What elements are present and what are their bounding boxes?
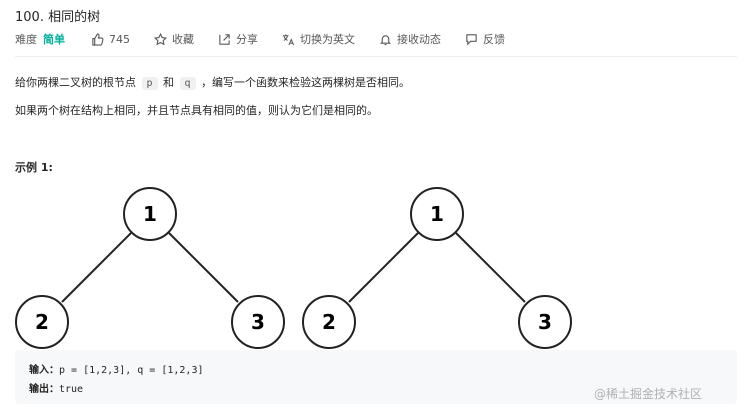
var-p: p <box>141 77 158 90</box>
translate-button[interactable]: 切换为英文 <box>282 31 355 47</box>
tree-edge <box>455 232 526 303</box>
tree-node: 1 <box>123 187 177 241</box>
example-input: 输入：p = [1,2,3], q = [1,2,3] <box>29 361 204 376</box>
share-label: 分享 <box>236 33 258 46</box>
description-text: 和 <box>163 76 175 89</box>
bell-icon <box>379 34 392 45</box>
node-value: 3 <box>538 310 552 334</box>
feedback-button[interactable]: 反馈 <box>465 31 505 47</box>
node-value: 1 <box>430 202 444 226</box>
translate-label: 切换为英文 <box>300 33 355 46</box>
favorite-label: 收藏 <box>172 33 194 46</box>
tree-p: 1 2 3 <box>15 187 285 349</box>
node-value: 1 <box>143 202 157 226</box>
description-line-2: 如果两个树在结构上相同，并且节点具有相同的值，则认为它们是相同的。 <box>15 104 378 117</box>
example-tree-diagram: 1 2 3 1 2 3 <box>15 187 572 349</box>
node-value: 3 <box>251 310 265 334</box>
tree-node: 3 <box>518 295 572 349</box>
description-line-1: 给你两棵二叉树的根节点 p 和 q ，编写一个函数来检验这两棵树是否相同。 <box>15 74 410 90</box>
subscribe-label: 接收动态 <box>397 33 441 46</box>
header-divider <box>15 56 737 57</box>
feedback-label: 反馈 <box>483 33 505 46</box>
tree-node: 3 <box>231 295 285 349</box>
star-icon <box>154 32 167 45</box>
tree-node: 2 <box>302 295 356 349</box>
like-button[interactable]: 745 <box>91 33 130 46</box>
description-text: 给你两棵二叉树的根节点 <box>15 76 136 89</box>
example-code-block: 输入：p = [1,2,3], q = [1,2,3] 输出：true <box>15 350 737 404</box>
problem-title: 100. 相同的树 <box>15 10 101 25</box>
node-value: 2 <box>322 310 336 334</box>
input-value: p = [1,2,3], q = [1,2,3] <box>59 365 204 376</box>
output-value: true <box>59 384 84 395</box>
output-label: 输出： <box>29 384 59 395</box>
like-count: 745 <box>109 32 130 46</box>
problem-toolbar: 难度 简单 745 收藏 分享 切换为英文 接收动态 反馈 <box>15 30 529 48</box>
feedback-icon <box>466 33 477 45</box>
difficulty-badge: 简单 <box>43 33 65 46</box>
tree-node: 2 <box>15 295 69 349</box>
var-q: q <box>179 77 196 90</box>
tree-q: 1 2 3 <box>302 187 572 349</box>
difficulty-label: 难度 <box>15 33 37 46</box>
subscribe-button[interactable]: 接收动态 <box>379 31 441 47</box>
watermark: @稀土掘金技术社区 <box>594 387 703 401</box>
favorite-button[interactable]: 收藏 <box>154 31 194 47</box>
input-label: 输入： <box>29 365 59 376</box>
node-value: 2 <box>35 310 49 334</box>
example-title: 示例 1: <box>15 161 53 174</box>
translate-icon <box>282 33 295 45</box>
tree-edge <box>61 232 132 303</box>
example-output: 输出：true <box>29 380 83 395</box>
share-icon <box>219 33 230 45</box>
share-button[interactable]: 分享 <box>218 31 258 47</box>
description-text: ，编写一个函数来检验这两棵树是否相同。 <box>201 76 411 89</box>
tree-edge <box>168 232 239 303</box>
tree-node: 1 <box>410 187 464 241</box>
thumbs-up-icon <box>92 32 104 46</box>
tree-edge <box>348 232 419 303</box>
